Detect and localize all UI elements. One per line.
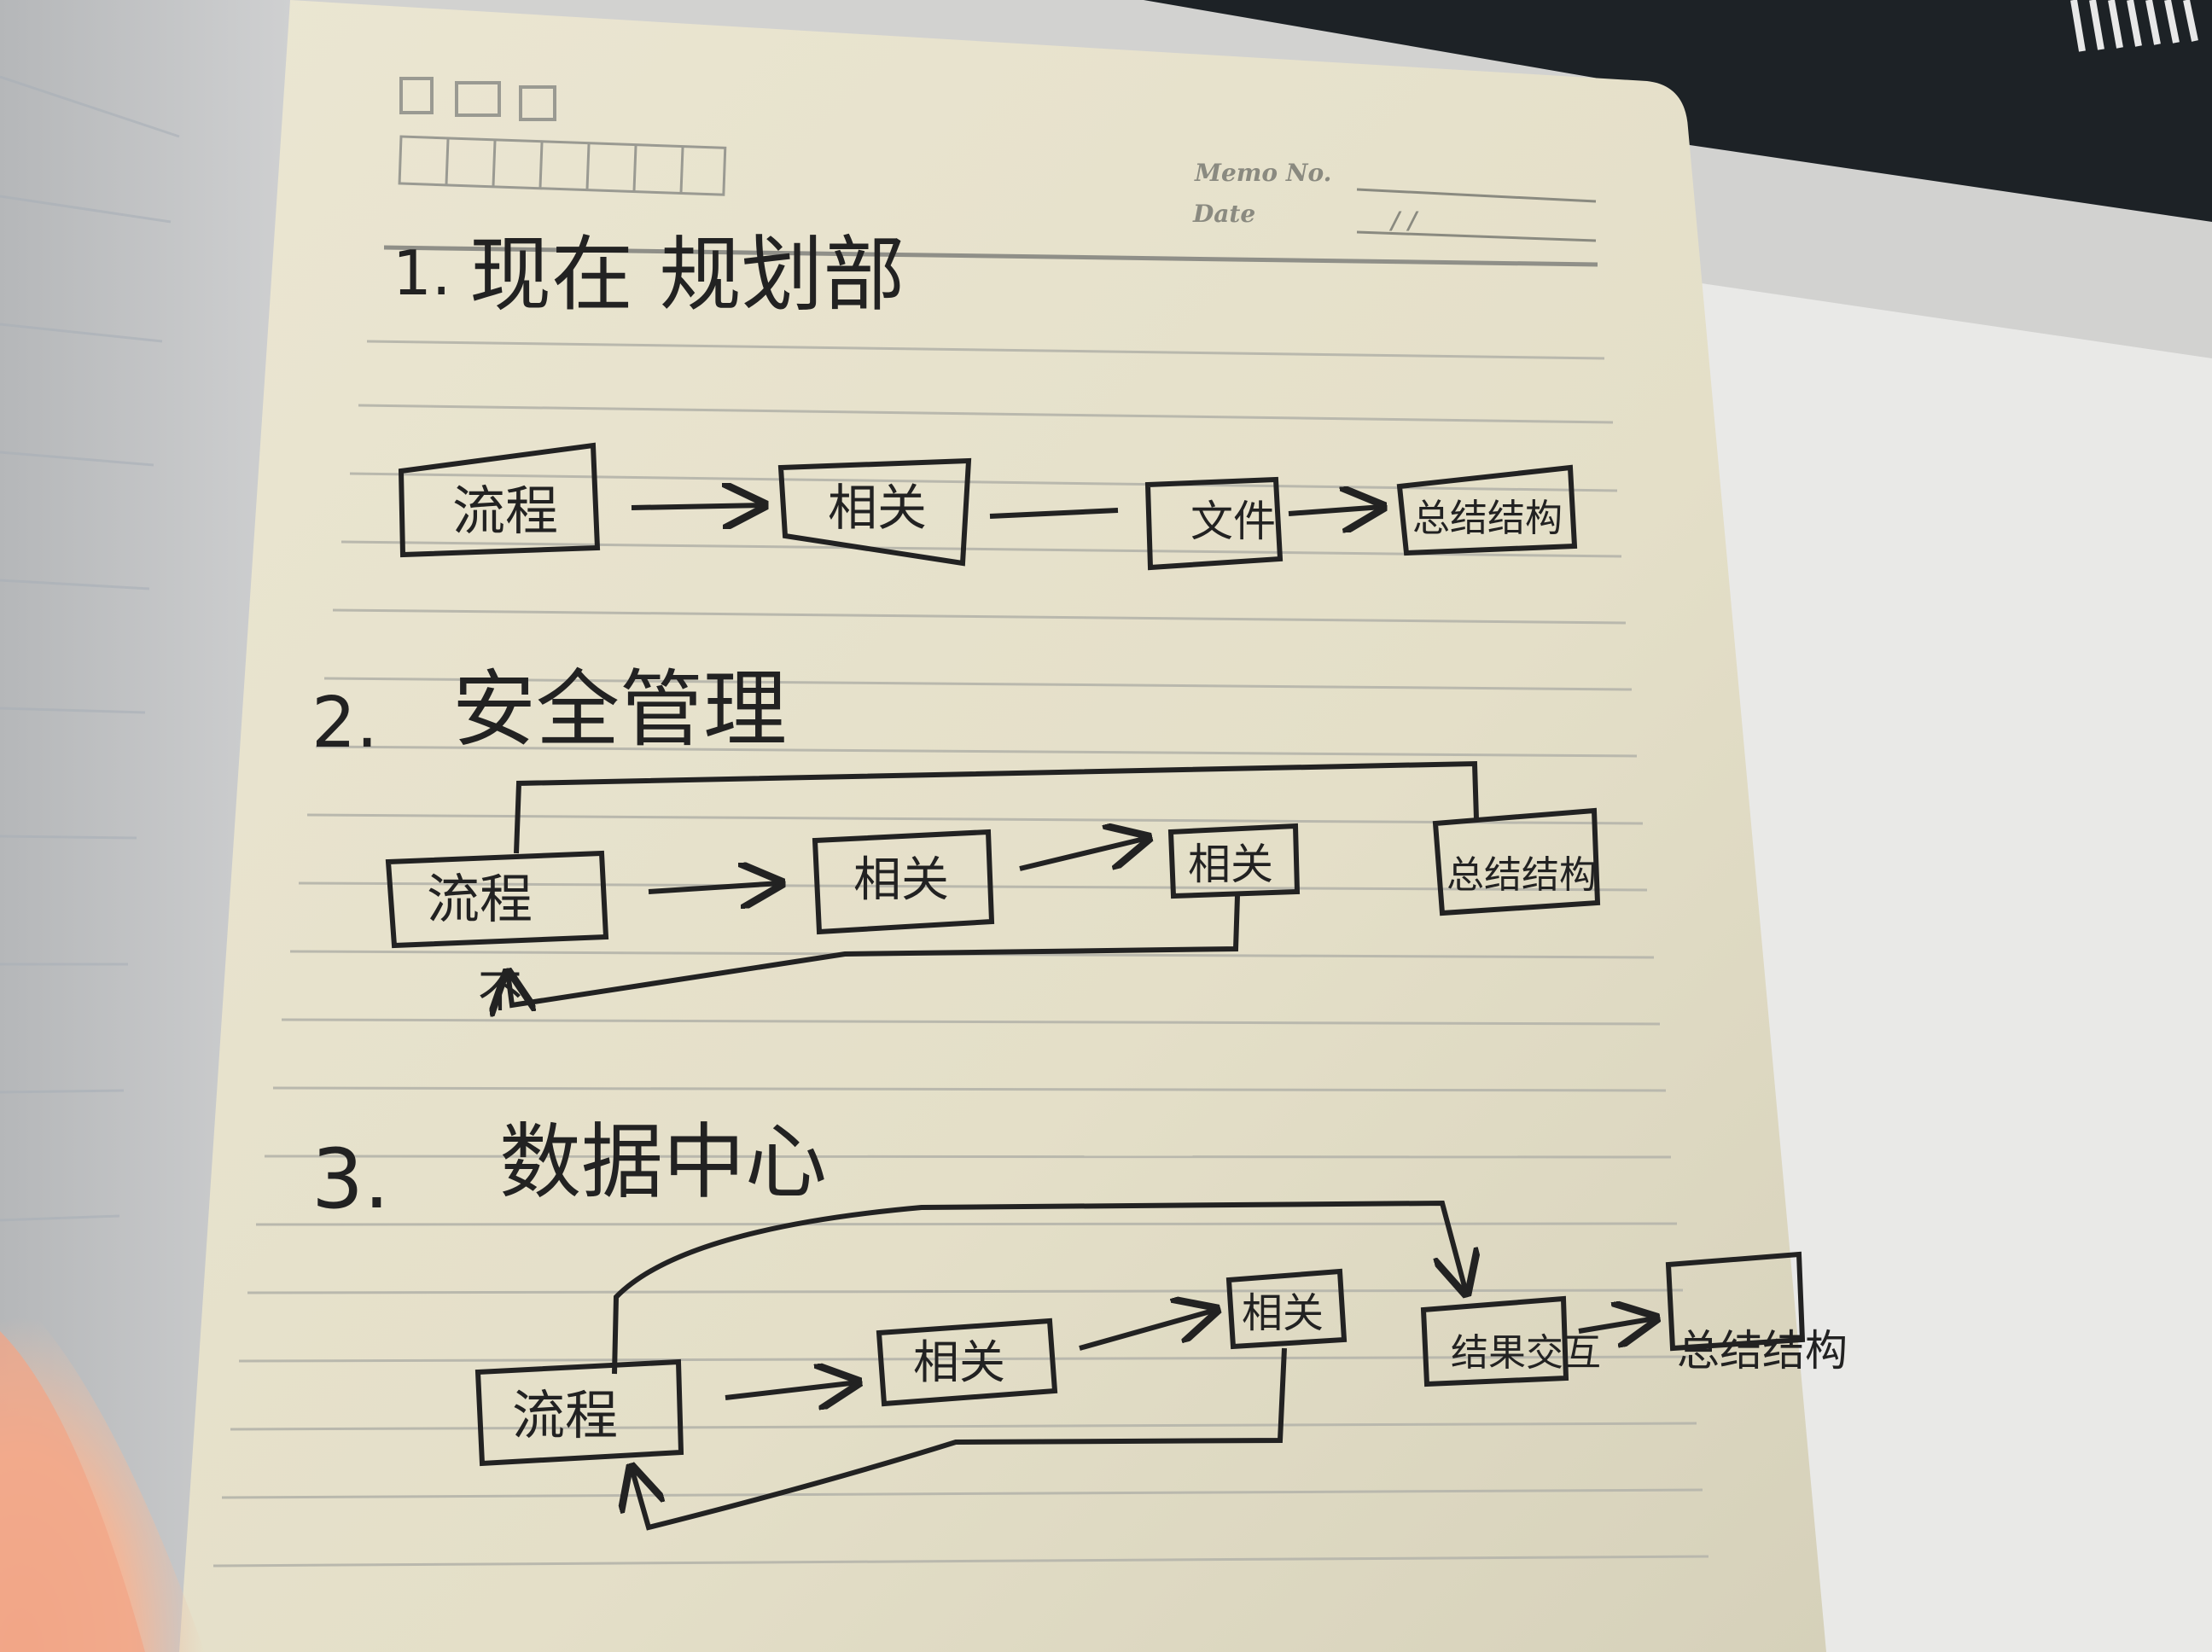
section-3-box-2: 相关 [876, 1318, 1058, 1407]
section-1-box-2-label: 相关 [828, 479, 927, 537]
section-2-box-2: 相关 [812, 829, 995, 935]
finger-shadow [0, 1331, 145, 1652]
section-2: 2. 安全管理 流程 相关 相关 总结结构 不 [311, 661, 1601, 1018]
section-2-box-2-label: 相关 [853, 852, 949, 908]
printed-header: Memo No. Date / / [383, 77, 1598, 267]
section-1-box-2: 相关 [777, 457, 972, 567]
left-page-lines [0, 75, 180, 1222]
section-3-title: 数据中心 [499, 1114, 827, 1210]
section-3-box-2-label: 相关 [913, 1335, 1005, 1389]
section-3-box-1: 流程 [474, 1358, 684, 1467]
section-2-number: 2. [311, 683, 378, 764]
section-1-arrow-1 [631, 505, 764, 508]
section-1-connector [989, 508, 1119, 519]
section-2-box-4: 总结结构 [1432, 807, 1601, 916]
memo-number-label: Memo No. [1194, 159, 1331, 187]
section-2-note: 不 [478, 967, 522, 1018]
section-1-box-4-label: 总结结构 [1412, 497, 1563, 540]
section-3-box-4-label: 结果交互 [1451, 1331, 1601, 1375]
section-3-number: 3. [311, 1131, 390, 1227]
section-1: 1. 现在 规划部 流程 相关 文件 总结结构 [393, 227, 1578, 571]
device-vents [2070, 0, 2198, 52]
date-separators: / / [1388, 206, 1419, 235]
section-3-arrow-2 [1079, 1310, 1216, 1351]
section-1-title: 现在 规划部 [469, 227, 905, 323]
section-1-box-3-label: 文件 [1190, 497, 1276, 546]
section-2-title: 安全管理 [452, 661, 787, 759]
section-1-box-4: 总结结构 [1396, 464, 1578, 556]
section-2-box-3-label: 相关 [1188, 840, 1273, 889]
section-1-number: 1. [393, 237, 451, 309]
section-3-arrow-1 [725, 1382, 858, 1398]
section-3-box-3: 相关 [1225, 1268, 1348, 1350]
section-2-feedback-top [514, 760, 1479, 854]
section-3-box-4: 结果交互 [1420, 1295, 1601, 1387]
section-1-box-1-label: 流程 [452, 480, 558, 542]
section-1-box-3: 文件 [1144, 476, 1284, 571]
white-sheet [1690, 282, 2212, 1652]
section-2-box-1: 流程 [385, 850, 609, 949]
section-2-box-4-label: 总结结构 [1447, 853, 1597, 897]
section-2-box-1-label: 流程 [427, 868, 533, 930]
section-3-box-5: 总结结构 [1665, 1251, 1848, 1376]
section-3-box-1-label: 流程 [512, 1384, 618, 1446]
notebook-page [179, 0, 1826, 1652]
date-label: Date [1192, 200, 1255, 228]
section-3: 3. 数据中心 流程 相关 相关 结果交互 总结结构 [311, 1114, 1848, 1531]
section-2-feedback-bottom [508, 895, 1240, 1005]
section-1-box-1: 流程 [398, 442, 601, 558]
section-3-feedback-bottom [632, 1347, 1287, 1531]
section-2-arrow-1 [648, 883, 781, 892]
section-3-feedback-top [612, 1200, 1466, 1375]
section-3-box-3-label: 相关 [1242, 1289, 1324, 1337]
section-2-arrow-2 [1019, 838, 1148, 871]
section-3-arrow-3 [1578, 1318, 1656, 1331]
section-1-arrow-2 [1288, 507, 1382, 514]
section-2-box-3: 相关 [1167, 823, 1301, 899]
section-3-box-5-label: 总结结构 [1677, 1326, 1848, 1376]
